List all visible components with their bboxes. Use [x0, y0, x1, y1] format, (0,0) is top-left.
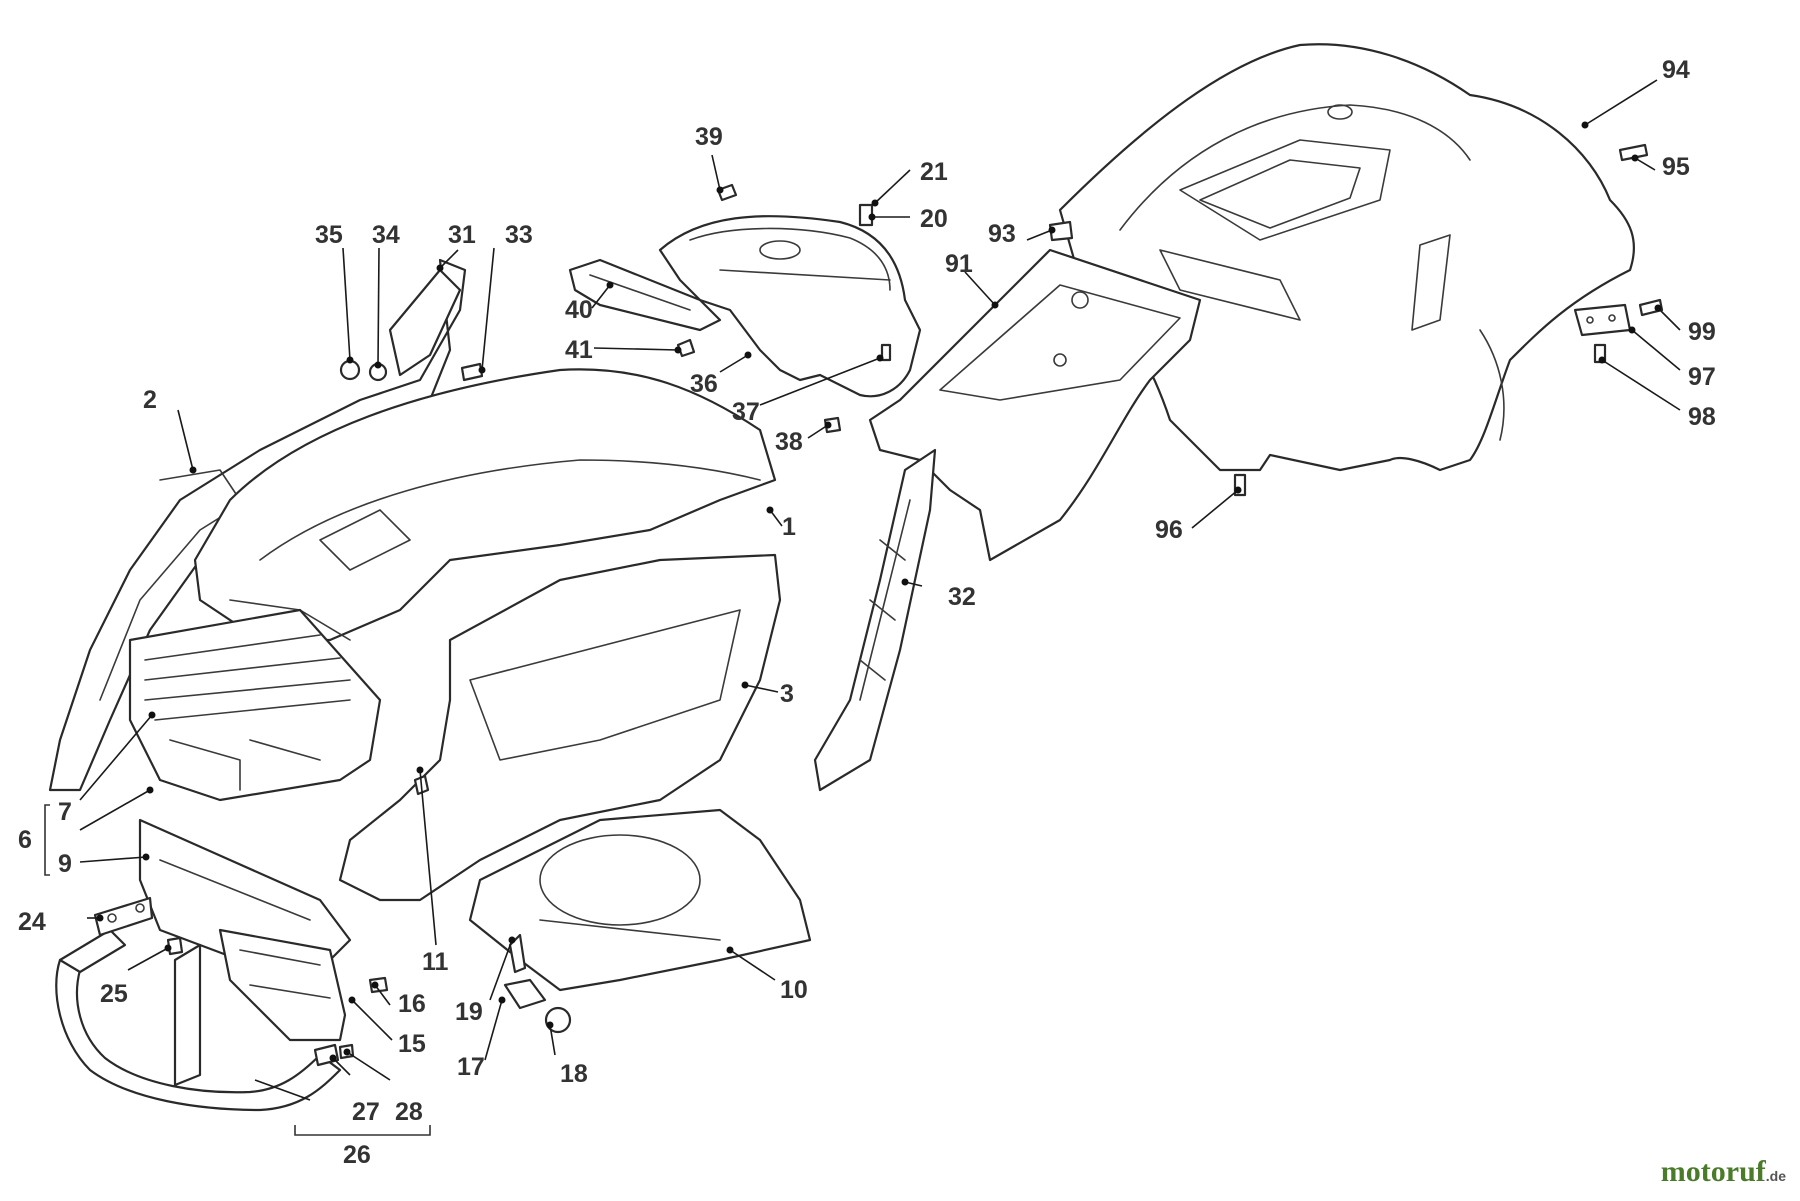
callout-2: 2 — [143, 386, 157, 414]
dashboard-panel — [658, 215, 922, 398]
callout-19: 19 — [455, 998, 483, 1026]
support-bracket — [568, 258, 722, 332]
callout-11: 11 — [422, 948, 449, 976]
hinge-plate-97 — [1573, 303, 1632, 337]
callout-20: 20 — [920, 205, 948, 233]
front-grille — [128, 608, 382, 802]
callout-21: 21 — [920, 158, 948, 186]
callout-24: 24 — [18, 908, 46, 936]
callout-40: 40 — [565, 296, 593, 324]
callout-7: 7 — [58, 798, 72, 826]
callout-38: 38 — [775, 428, 803, 456]
group-brace-6 — [44, 804, 50, 876]
callout-10: 10 — [780, 976, 808, 1004]
bumper-bar — [55, 928, 342, 1112]
callout-15: 15 — [398, 1030, 426, 1058]
footboard — [868, 248, 1202, 562]
callout-32: 32 — [948, 583, 976, 611]
callout-18: 18 — [560, 1060, 588, 1088]
watermark-brand: motoruf — [1660, 1155, 1766, 1188]
side-step-bracket — [813, 448, 937, 792]
callout-34: 34 — [372, 221, 400, 249]
callout-17: 17 — [457, 1053, 485, 1081]
mounting-bracket — [218, 928, 347, 1042]
callout-1: 1 — [782, 513, 796, 541]
watermark-logo: motoruf.de — [1661, 1155, 1786, 1189]
mount-31 — [388, 268, 462, 377]
callout-3: 3 — [780, 680, 794, 708]
hinge-plate-24 — [93, 896, 154, 937]
hood — [193, 368, 777, 642]
callout-27: 27 — [352, 1098, 380, 1126]
callout-93: 93 — [988, 220, 1016, 248]
callout-96: 96 — [1155, 516, 1183, 544]
callout-9: 9 — [58, 850, 72, 878]
callout-33: 33 — [505, 221, 533, 249]
callout-31: 31 — [448, 221, 476, 249]
callout-36: 36 — [690, 370, 718, 398]
callout-94: 94 — [1662, 56, 1690, 84]
leader-lines — [79, 79, 1681, 1101]
callout-16: 16 — [398, 990, 426, 1018]
callout-labels: 1 2 3 6 7 9 10 11 15 16 17 18 19 20 21 2… — [18, 56, 1716, 1169]
callout-39: 39 — [695, 123, 723, 151]
group-brace-26 — [294, 1125, 431, 1136]
callout-91: 91 — [945, 250, 973, 278]
callout-26: 26 — [343, 1141, 371, 1169]
leader-dots — [96, 121, 1662, 1062]
callout-37: 37 — [732, 398, 760, 426]
callout-98: 98 — [1688, 403, 1716, 431]
fasteners — [166, 143, 1664, 1067]
callout-25: 25 — [100, 980, 128, 1008]
callout-28: 28 — [395, 1098, 423, 1126]
callout-35: 35 — [315, 221, 343, 249]
callout-41: 41 — [565, 336, 593, 364]
side-panel — [338, 553, 782, 902]
callout-99: 99 — [1688, 318, 1716, 346]
watermark-domain: .de — [1765, 1168, 1786, 1184]
callout-97: 97 — [1688, 363, 1716, 391]
callout-6: 6 — [18, 826, 32, 854]
rear-fender — [1058, 43, 1635, 472]
callout-95: 95 — [1662, 153, 1690, 181]
